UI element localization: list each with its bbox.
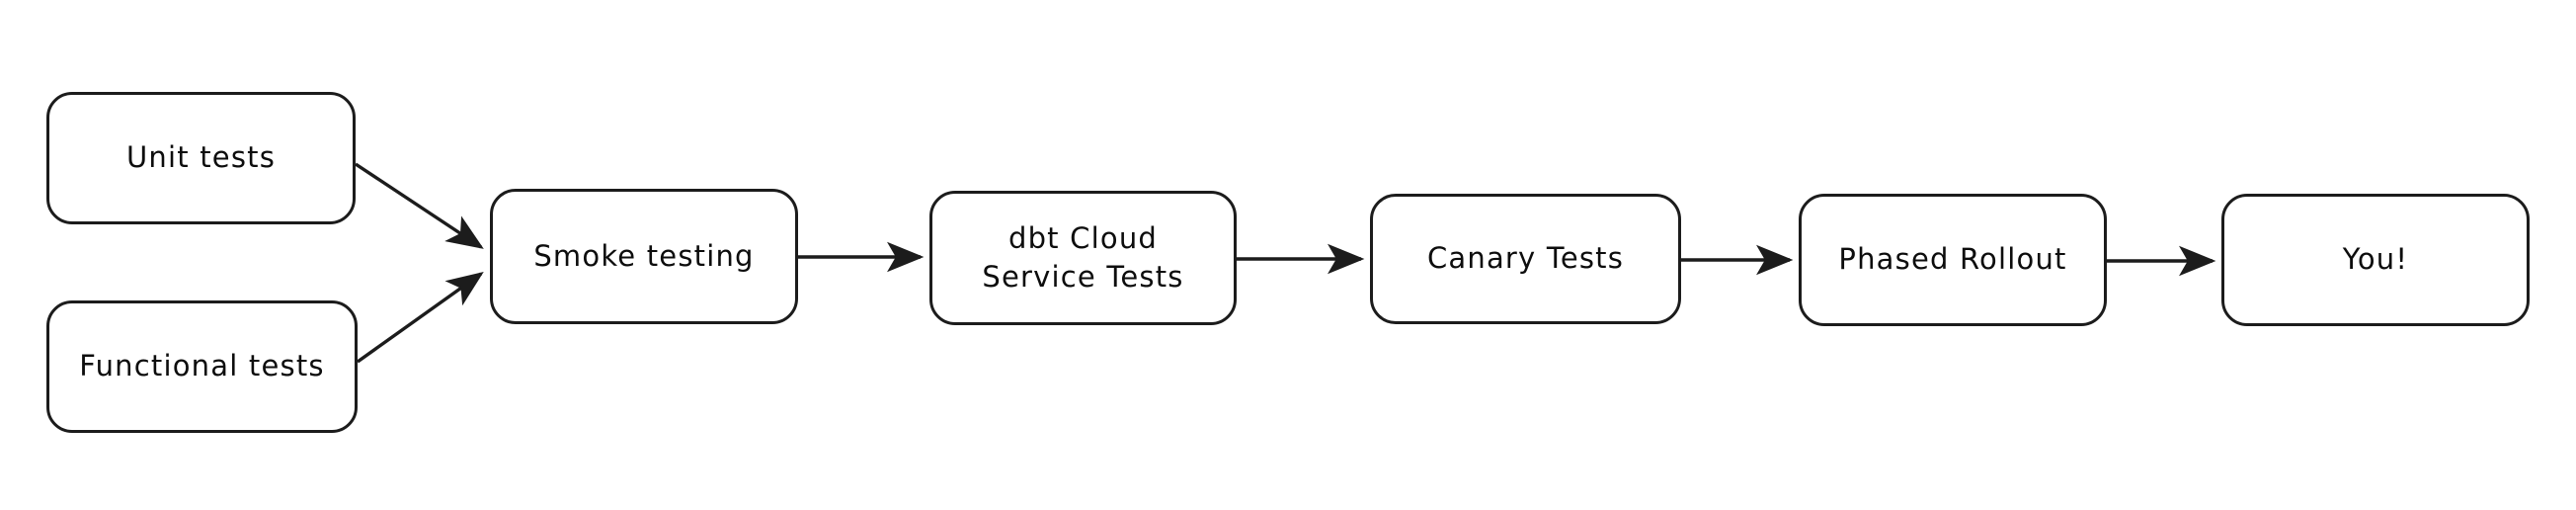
edge-unit-to-smoke <box>355 162 484 249</box>
node-dbt-cloud-service-tests[interactable]: dbt Cloud Service Tests <box>929 191 1237 325</box>
node-you-label: You! <box>2342 242 2409 277</box>
node-functional-tests[interactable]: Functional tests <box>46 300 358 433</box>
node-phased-rollout[interactable]: Phased Rollout <box>1799 194 2107 326</box>
node-unit-tests-label: Unit tests <box>125 140 277 175</box>
node-dbt-cloud-service-tests-label: dbt Cloud Service Tests <box>982 220 1184 294</box>
node-you[interactable]: You! <box>2221 194 2530 326</box>
node-smoke-testing[interactable]: Smoke testing <box>490 189 798 324</box>
node-canary-tests-label: Canary Tests <box>1426 241 1625 276</box>
node-functional-tests-label: Functional tests <box>79 349 325 383</box>
node-canary-tests[interactable]: Canary Tests <box>1370 194 1681 324</box>
node-smoke-testing-label: Smoke testing <box>533 238 755 273</box>
node-unit-tests[interactable]: Unit tests <box>46 92 356 224</box>
node-phased-rollout-label: Phased Rollout <box>1838 242 2067 277</box>
edge-functional-to-smoke <box>357 272 484 364</box>
